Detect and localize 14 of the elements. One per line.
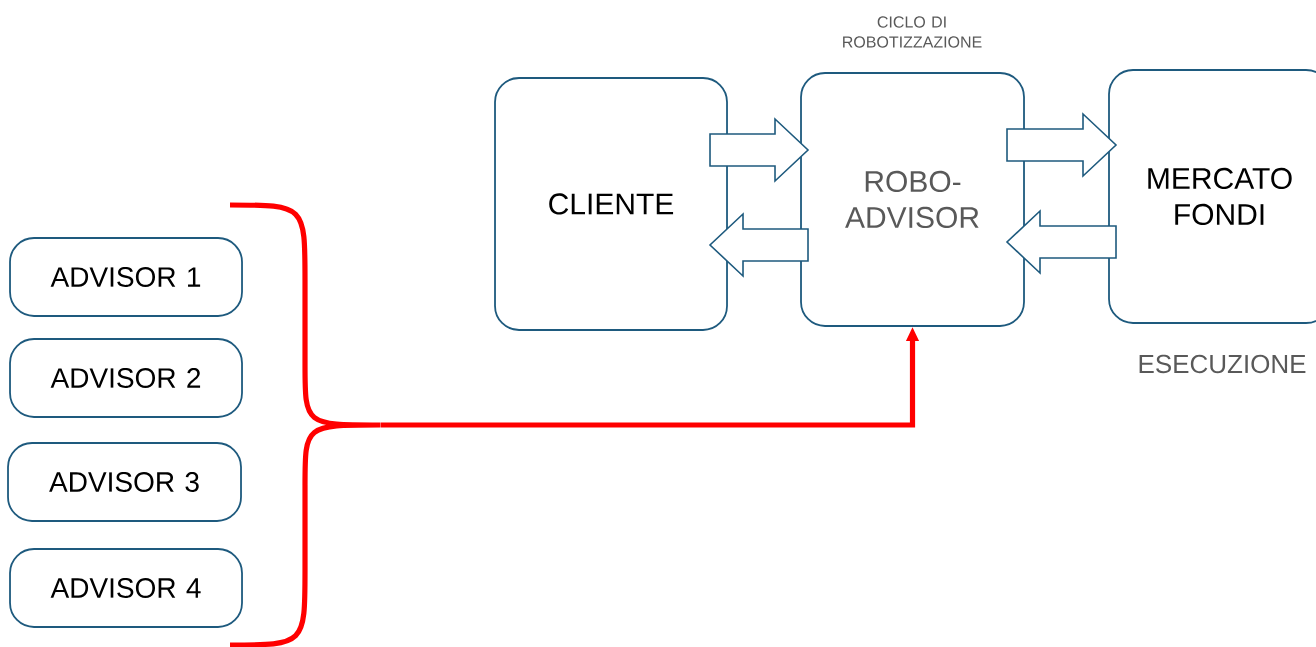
- process-box: MERCATO FONDI: [1108, 69, 1316, 324]
- process-box: ROBO-ADVISOR: [800, 72, 1025, 327]
- advisor-box: ADVISOR 2: [9, 338, 243, 418]
- side-caption: CICLO DI ROBOTIZZAZIONE: [843, 16, 982, 48]
- block-arrow: [1005, 209, 1117, 275]
- advisor-box: ADVISOR 3: [7, 442, 242, 522]
- block-arrow: [709, 117, 810, 183]
- side-caption: ESECUZIONE: [1139, 354, 1306, 374]
- process-box: CLIENTE: [494, 77, 728, 331]
- advisor-box: ADVISOR 1: [9, 237, 243, 317]
- advisor-box: ADVISOR 4: [9, 548, 243, 628]
- curly-bracket: [230, 202, 383, 647]
- block-arrow: [1006, 112, 1118, 178]
- block-arrow: [708, 212, 809, 278]
